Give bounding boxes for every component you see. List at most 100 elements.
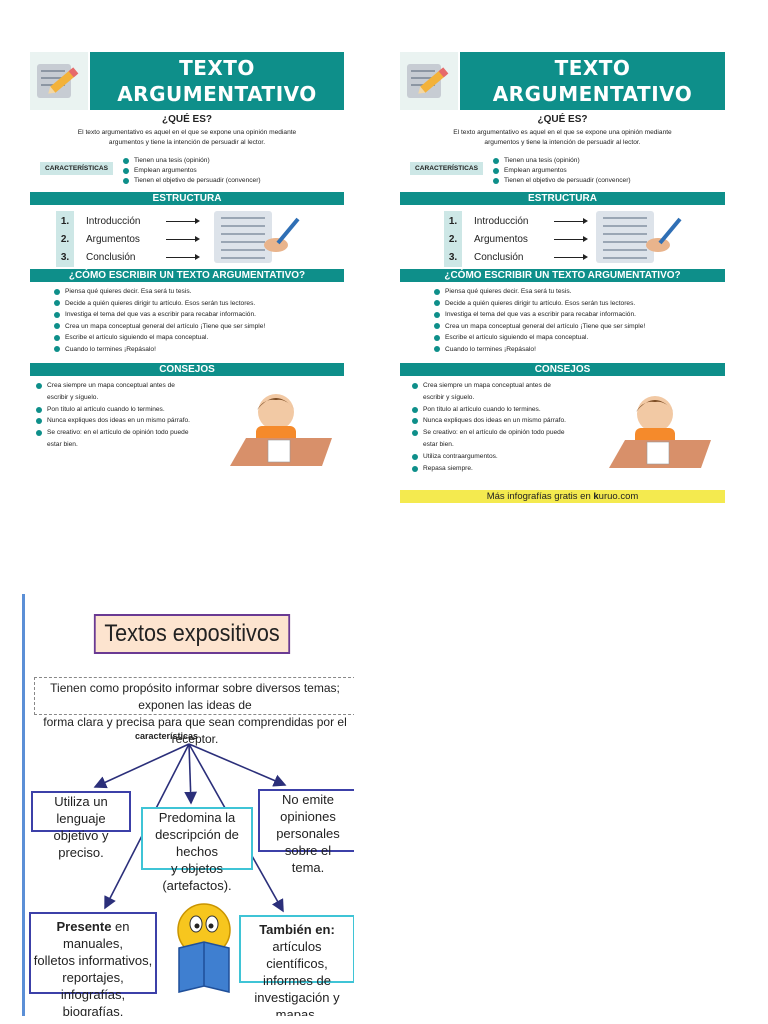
box-line: objetivo y preciso. (53, 828, 109, 860)
consejos-section: Crea siempre un mapa conceptual antes de… (400, 376, 725, 488)
step-label: Argumentos (474, 233, 528, 245)
list-item: Nunca expliques dos ideas en un mismo pá… (36, 415, 220, 427)
estructura-row: 1.Introducción (56, 212, 200, 230)
bullet-icon (434, 311, 440, 318)
list-item-text: Crea un mapa conceptual general del artí… (445, 322, 646, 330)
list-item: estar bien. (36, 439, 220, 451)
list-item: estar bien. (412, 439, 590, 451)
footer-text: Más infografías gratis en (486, 491, 591, 502)
estructura-section: 1.Introducción 2.Argumentos 3.Conclusión (30, 205, 344, 267)
pencil-notepad-icon (30, 52, 88, 110)
definition-line: El texto argumentativo es aquel en el qu… (453, 129, 672, 136)
box-line: Predomina la (158, 810, 236, 825)
bullet-icon (54, 311, 60, 318)
list-item-text: Escribe el artículo siguiendo el mapa co… (445, 334, 589, 341)
bullet-icon (123, 178, 130, 184)
box-line: investigación y mapas. (254, 990, 340, 1016)
box-line: científicos, informes de (263, 956, 331, 988)
list-item-text: Investiga el tema del que vas a escribir… (65, 311, 256, 318)
caracteristica-box-1: Utiliza un lenguaje objetivo y preciso. (31, 791, 131, 860)
step-label: Introducción (86, 215, 141, 227)
bullet-icon (412, 383, 418, 389)
list-item: Pon título al artículo cuando lo termine… (412, 404, 590, 416)
list-item: Piensa qué quieres decir. Esa será tu te… (434, 286, 725, 298)
footer-brand-letter: k (593, 491, 599, 502)
bullet-icon (54, 323, 60, 330)
step-number: 2. (60, 233, 70, 245)
step-number: 1. (448, 215, 458, 227)
list-item-text: Repasa siempre. (423, 464, 473, 472)
box-line: artículos (272, 939, 322, 954)
infographic-header: TEXTO ARGUMENTATIVO (30, 52, 344, 110)
estructura-row: 3.Conclusión (444, 248, 588, 266)
estructura-heading: ESTRUCTURA (400, 192, 725, 205)
que-es-heading: ¿QUÉ ES? (161, 114, 212, 125)
caracteristicas-section: CARACTERÍSTICAS Tienen una tesis (opinió… (400, 156, 725, 186)
list-item: Piensa qué quieres decir. Esa será tu te… (54, 286, 344, 298)
bullet-icon (412, 430, 418, 437)
estructura-heading: ESTRUCTURA (30, 192, 344, 205)
arrow-icon (554, 235, 588, 242)
hand-pencil-icon (646, 217, 682, 252)
arrow-icon (554, 253, 588, 260)
step-label: Argumentos (86, 233, 140, 245)
bullet-icon (36, 383, 42, 389)
title-line-1: TEXTO (179, 56, 255, 80)
bullet-icon (412, 418, 418, 425)
child-writing-illustration (609, 396, 711, 468)
list-item-text: escribir y síguelo. (423, 393, 475, 401)
list-item: Emplean argumentos (123, 166, 261, 176)
bullet-icon (36, 406, 42, 413)
list-item: Cuando lo termines ¡Repásalo! (54, 344, 344, 356)
pasos-list: Piensa qué quieres decir. Esa será tu te… (30, 282, 344, 355)
list-item: escribir y síguelo. (36, 392, 220, 404)
bullet-icon (36, 418, 42, 425)
estructura-row: 2. Argumentos (56, 230, 200, 248)
arrow-icon (166, 235, 200, 242)
diagram-title: Textos expositivos (93, 614, 291, 654)
document-writing-icon (214, 211, 272, 263)
title-line-2: ARGUMENTATIVO (492, 82, 693, 106)
list-item-text: Emplean argumentos (504, 167, 567, 174)
list-item: Escribe el artículo siguiendo el mapa co… (54, 332, 344, 344)
pencil-notepad-icon (400, 52, 458, 110)
box-line: descripción de hechos (155, 827, 239, 859)
list-item-text: Decide a quién quieres dirigir tu artícu… (65, 299, 256, 307)
list-item-text: Crea siempre un mapa conceptual antes de (47, 382, 175, 389)
definition-line: El texto argumentativo es aquel en el qu… (77, 129, 297, 136)
bullet-icon (434, 334, 440, 341)
list-item-text: Pon título al artículo cuando lo termine… (423, 405, 541, 413)
caracteristica-box-2: Predomina la descripción de hechos y obj… (141, 807, 253, 893)
consejos-heading: CONSEJOS (30, 363, 344, 376)
list-item: Tienen una tesis (opinión) (123, 156, 261, 166)
list-item: Crea un mapa conceptual general del artí… (434, 321, 725, 333)
infographic-title: TEXTO ARGUMENTATIVO (90, 52, 344, 110)
estructura-section: 1.Introducción 2.Argumentos 3.Conclusión (400, 205, 725, 267)
bullet-icon (123, 168, 130, 174)
list-item: Tienen el objetivo de persuadir (convenc… (493, 176, 631, 186)
bullet-icon (493, 178, 500, 184)
box-line: y objetos (artefactos). (162, 861, 232, 893)
list-item-text: Nunca expliques dos ideas en un mismo pá… (423, 417, 566, 425)
list-item-text: Cuando lo termines ¡Repásalo! (65, 345, 156, 353)
list-item: Crea siempre un mapa conceptual antes de (36, 380, 220, 392)
list-item-text: Se creativo: en el artículo de opinión t… (423, 429, 565, 437)
textos-expositivos-diagram: Textos expositivos Tienen como propósito… (22, 594, 354, 1016)
bullet-icon (434, 323, 440, 330)
bullet-icon (412, 453, 418, 460)
arrow-icon (166, 217, 200, 224)
caracteristicas-label: características (135, 731, 199, 741)
arrow-icon (554, 217, 588, 224)
list-item: Crea siempre un mapa conceptual antes de (412, 380, 590, 392)
infographic-card-left: TEXTO ARGUMENTATIVO ¿QUÉ ES? El texto ar… (30, 52, 344, 480)
footer-banner[interactable]: Más infografías gratis en kuruo.com (400, 490, 725, 503)
infographic-header: TEXTO ARGUMENTATIVO (400, 52, 725, 110)
list-item-text: Tienen una tesis (opinión) (504, 157, 580, 164)
bullet-icon (412, 406, 418, 413)
tambien-box: También en: artículos científicos, infor… (239, 915, 354, 1016)
list-item-text: Emplean argumentos (134, 167, 197, 174)
definition-line: argumentos y tiene la intención de persu… (108, 139, 266, 146)
list-item-text: Utiliza contraargumentos. (423, 452, 498, 460)
list-item: Tienen una tesis (opinión) (493, 156, 631, 166)
bullet-icon (54, 300, 60, 307)
